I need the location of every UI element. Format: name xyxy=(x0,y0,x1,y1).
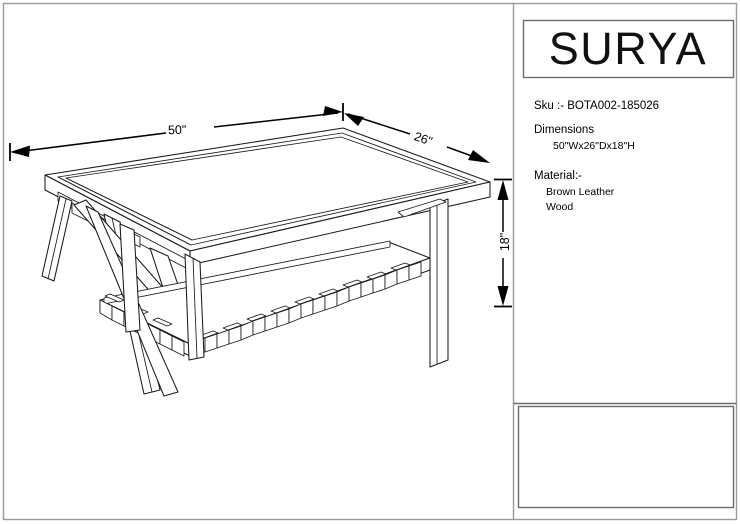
material-item-leather: Brown Leather xyxy=(546,186,615,198)
dimensions-label: Dimensions xyxy=(534,124,595,136)
notes-box-border xyxy=(517,405,735,509)
brand-box-border xyxy=(522,19,735,79)
dimension-label-height: 18" xyxy=(498,232,513,252)
brand-box: SURYA xyxy=(523,20,733,77)
dimensions-value: 50"Wx26"Dx18"H xyxy=(553,140,635,152)
dimension-depth-26 xyxy=(344,113,490,163)
material-label: Material:- xyxy=(534,170,582,182)
dimension-width-50 xyxy=(9,103,344,161)
brand-wordmark: SURYA xyxy=(548,23,708,74)
material-item-wood: Wood xyxy=(546,201,574,213)
dimension-label-width: 50" xyxy=(167,122,187,138)
coffee-table-drawing xyxy=(41,127,491,397)
sku-line: Sku :- BOTA002-185026 xyxy=(534,100,660,112)
dimension-height-18 xyxy=(494,178,512,308)
